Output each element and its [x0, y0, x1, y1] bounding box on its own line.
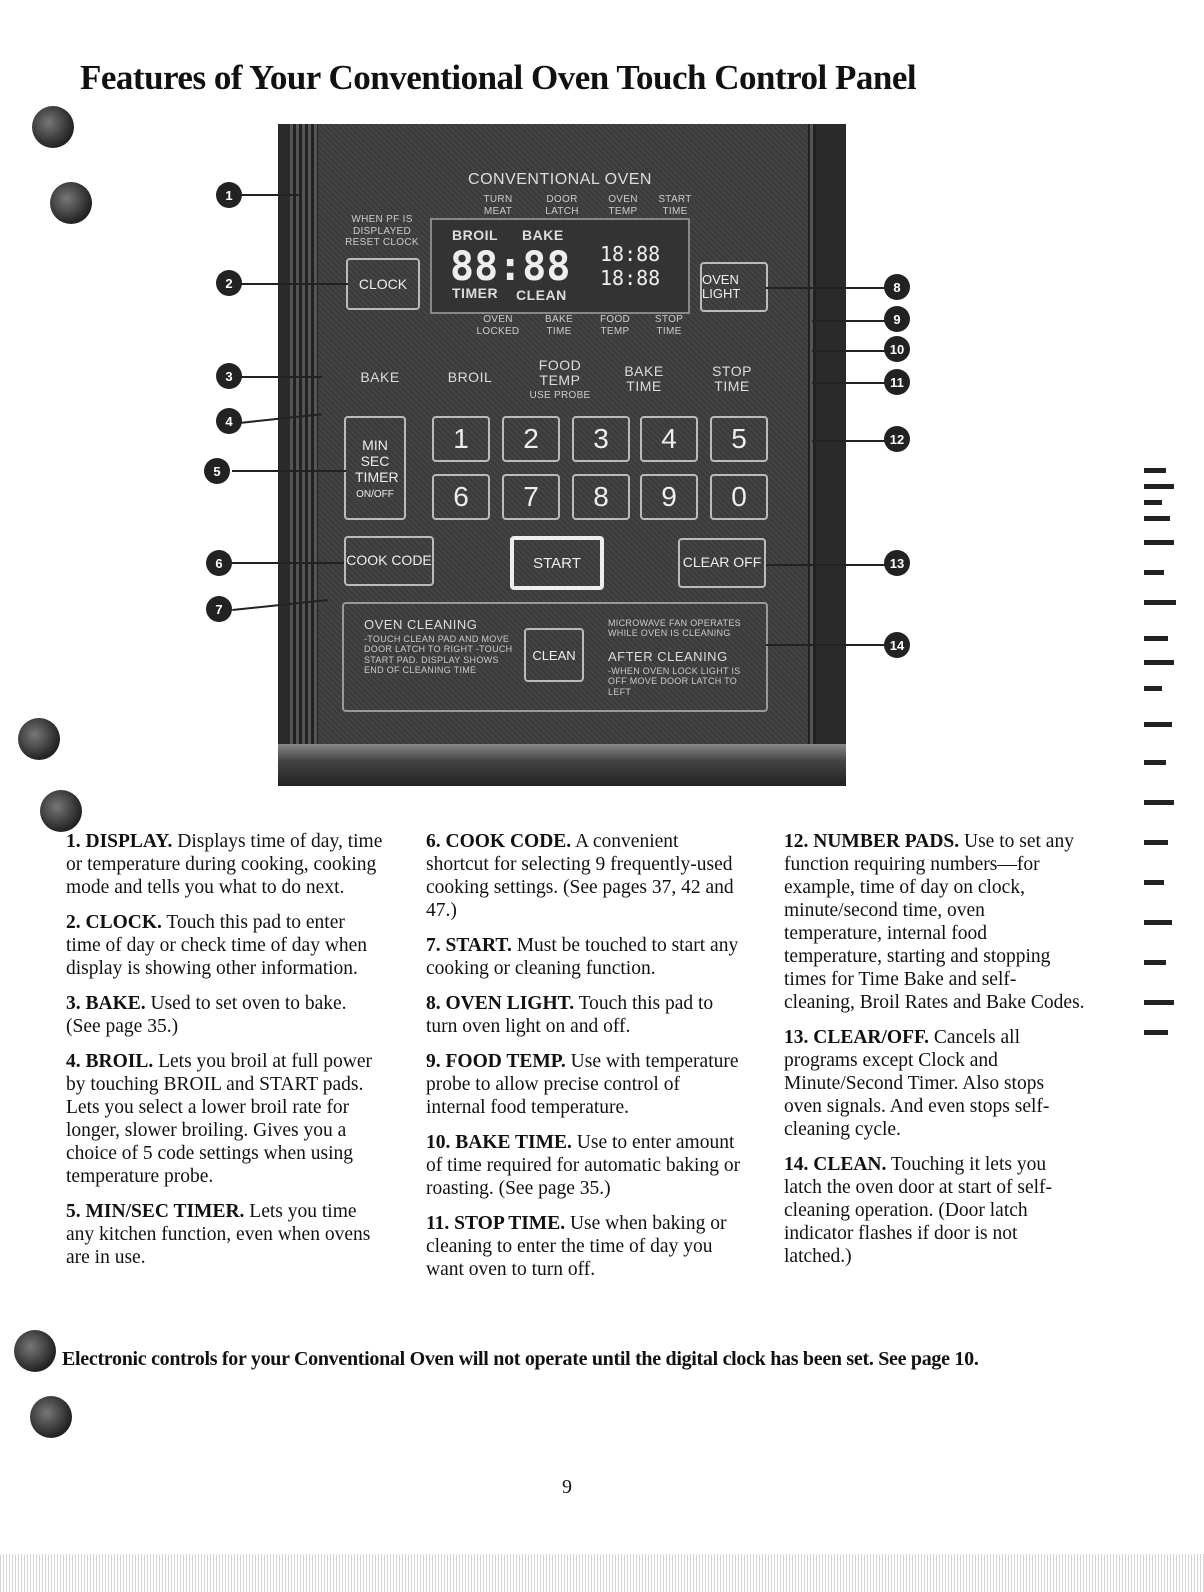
display-window: BROIL BAKE 88:88 18:88 18:88 TIMER CLEAN: [430, 218, 690, 314]
after-cleaning-heading: AFTER CLEANING: [608, 649, 728, 664]
stop-time-button[interactable]: STOP TIME: [712, 363, 752, 394]
feature-item: 7. START. Must be touched to start any c…: [426, 935, 739, 979]
reset-clock-note: WHEN PF IS DISPLAYED RESET CLOCK: [345, 214, 419, 248]
cleaning-steps: -TOUCH CLEAN PAD AND MOVE DOOR LATCH TO …: [364, 634, 513, 676]
min-sec-timer-button[interactable]: MIN SEC TIMER ON/OFF: [344, 416, 406, 520]
callout-5: 5: [204, 458, 230, 484]
callout-10: 10: [884, 336, 910, 362]
callout-2: 2: [216, 270, 242, 296]
features-column-1: 1. DISPLAY. Displays time of day, time o…: [66, 830, 384, 1281]
feature-item: 9. FOOD TEMP. Use with temperature probe…: [426, 1051, 739, 1118]
min-sec-timer-label: MIN SEC TIMER: [355, 436, 399, 485]
panel-heading: CONVENTIONAL OVEN: [468, 171, 652, 188]
cleaning-heading: OVEN CLEANING: [364, 617, 478, 632]
oven-light-button[interactable]: OVEN LIGHT: [700, 262, 768, 312]
feature-item: 12. NUMBER PADS. Use to set any function…: [784, 831, 1085, 1013]
number-key-9[interactable]: 9: [640, 474, 698, 520]
callout-9: 9: [884, 306, 910, 332]
indicator-start-time: START TIME: [658, 194, 692, 217]
clean-button[interactable]: CLEAN: [524, 628, 584, 682]
broil-indicator: BROIL: [452, 227, 499, 243]
indicator-oven-temp: OVEN TEMP: [608, 194, 638, 217]
indicator-bake-time: BAKE TIME: [545, 314, 573, 337]
number-key-3[interactable]: 3: [572, 416, 630, 462]
bake-button[interactable]: BAKE: [360, 369, 400, 385]
feature-item: 1. DISPLAY. Displays time of day, time o…: [66, 831, 383, 898]
timer-indicator: TIMER: [452, 285, 499, 301]
broil-button[interactable]: BROIL: [447, 369, 493, 385]
cleaning-section: OVEN CLEANING -TOUCH CLEAN PAD AND MOVE …: [342, 602, 768, 712]
feature-item: 8. OVEN LIGHT. Touch this pad to turn ov…: [426, 993, 714, 1037]
feature-item: 10. BAKE TIME. Use to enter amount of ti…: [426, 1132, 741, 1199]
callout-14: 14: [884, 632, 910, 658]
features-column-2: 6. COOK CODE. A convenient shortcut for …: [426, 830, 742, 1293]
clear-off-button[interactable]: CLEAR OFF: [678, 538, 766, 588]
indicator-turn-meat: TURN MEAT: [483, 194, 513, 217]
binder-hole-2: [50, 182, 92, 224]
feature-item: 3. BAKE. Used to set oven to bake. (See …: [66, 993, 347, 1037]
panel-bottom-frame: [278, 744, 846, 786]
number-key-6[interactable]: 6: [432, 474, 490, 520]
margin-scan-marks: [1114, 460, 1204, 1060]
feature-item: 6. COOK CODE. A convenient shortcut for …: [426, 831, 734, 921]
callout-13: 13: [884, 550, 910, 576]
number-key-5[interactable]: 5: [710, 416, 768, 462]
number-key-7[interactable]: 7: [502, 474, 560, 520]
feature-item: 5. MIN/SEC TIMER. Lets you time any kitc…: [66, 1201, 371, 1268]
main-digits: 88:88: [450, 244, 571, 290]
callout-11: 11: [884, 369, 910, 395]
callout-3: 3: [216, 363, 242, 389]
callout-6: 6: [206, 550, 232, 576]
number-key-0[interactable]: 0: [710, 474, 768, 520]
bake-indicator: BAKE: [522, 227, 564, 243]
page-title: Features of Your Conventional Oven Touch…: [80, 58, 917, 97]
clock-button[interactable]: CLOCK: [346, 258, 420, 310]
feature-item: 13. CLEAR/OFF. Cancels all programs exce…: [784, 1027, 1050, 1140]
clean-indicator: CLEAN: [516, 287, 567, 303]
feature-item: 4. BROIL. Lets you broil at full power b…: [66, 1051, 373, 1187]
panel-left-rail: [290, 124, 318, 764]
binder-hole-4: [40, 790, 82, 832]
number-key-1[interactable]: 1: [432, 416, 490, 462]
fan-note: MICROWAVE FAN OPERATES WHILE OVEN IS CLE…: [608, 618, 741, 639]
scan-noise-strip: [0, 1554, 1204, 1592]
page-number: 9: [562, 1476, 572, 1498]
indicator-oven-locked: OVEN LOCKED: [476, 314, 520, 337]
number-key-2[interactable]: 2: [502, 416, 560, 462]
callout-4: 4: [216, 408, 242, 434]
binder-hole-3: [18, 718, 60, 760]
cook-code-button[interactable]: COOK CODE: [344, 536, 434, 586]
binder-hole-6: [30, 1396, 72, 1438]
feature-item: 14. CLEAN. Touching it lets you latch th…: [784, 1154, 1053, 1267]
callout-8: 8: [884, 274, 910, 300]
clock-setting-note: Electronic controls for your Conventiona…: [62, 1348, 979, 1370]
feature-item: 11. STOP TIME. Use when baking or cleani…: [426, 1213, 727, 1280]
features-column-3: 12. NUMBER PADS. Use to set any function…: [784, 830, 1086, 1280]
bake-time-button[interactable]: BAKE TIME: [624, 363, 664, 394]
binder-hole-1: [32, 106, 74, 148]
callout-12: 12: [884, 426, 910, 452]
start-button[interactable]: START: [510, 536, 604, 590]
number-key-4[interactable]: 4: [640, 416, 698, 462]
food-temp-button[interactable]: FOOD TEMP: [538, 357, 582, 388]
number-key-8[interactable]: 8: [572, 474, 630, 520]
small-digits-bottom: 18:88: [600, 266, 661, 290]
binder-hole-5: [14, 1330, 56, 1372]
indicator-food-temp: FOOD TEMP: [599, 314, 631, 337]
on-off-label: ON/OFF: [356, 488, 394, 500]
use-probe-note: USE PROBE: [529, 390, 591, 401]
feature-item: 2. CLOCK. Touch this pad to enter time o…: [66, 912, 368, 979]
indicator-door-latch: DOOR LATCH: [545, 194, 579, 217]
callout-7: 7: [206, 596, 232, 622]
after-cleaning-steps: -WHEN OVEN LOCK LIGHT IS OFF MOVE DOOR L…: [608, 666, 741, 697]
small-digits-top: 18:88: [600, 242, 661, 266]
callout-1: 1: [216, 182, 242, 208]
indicator-stop-time: STOP TIME: [654, 314, 684, 337]
